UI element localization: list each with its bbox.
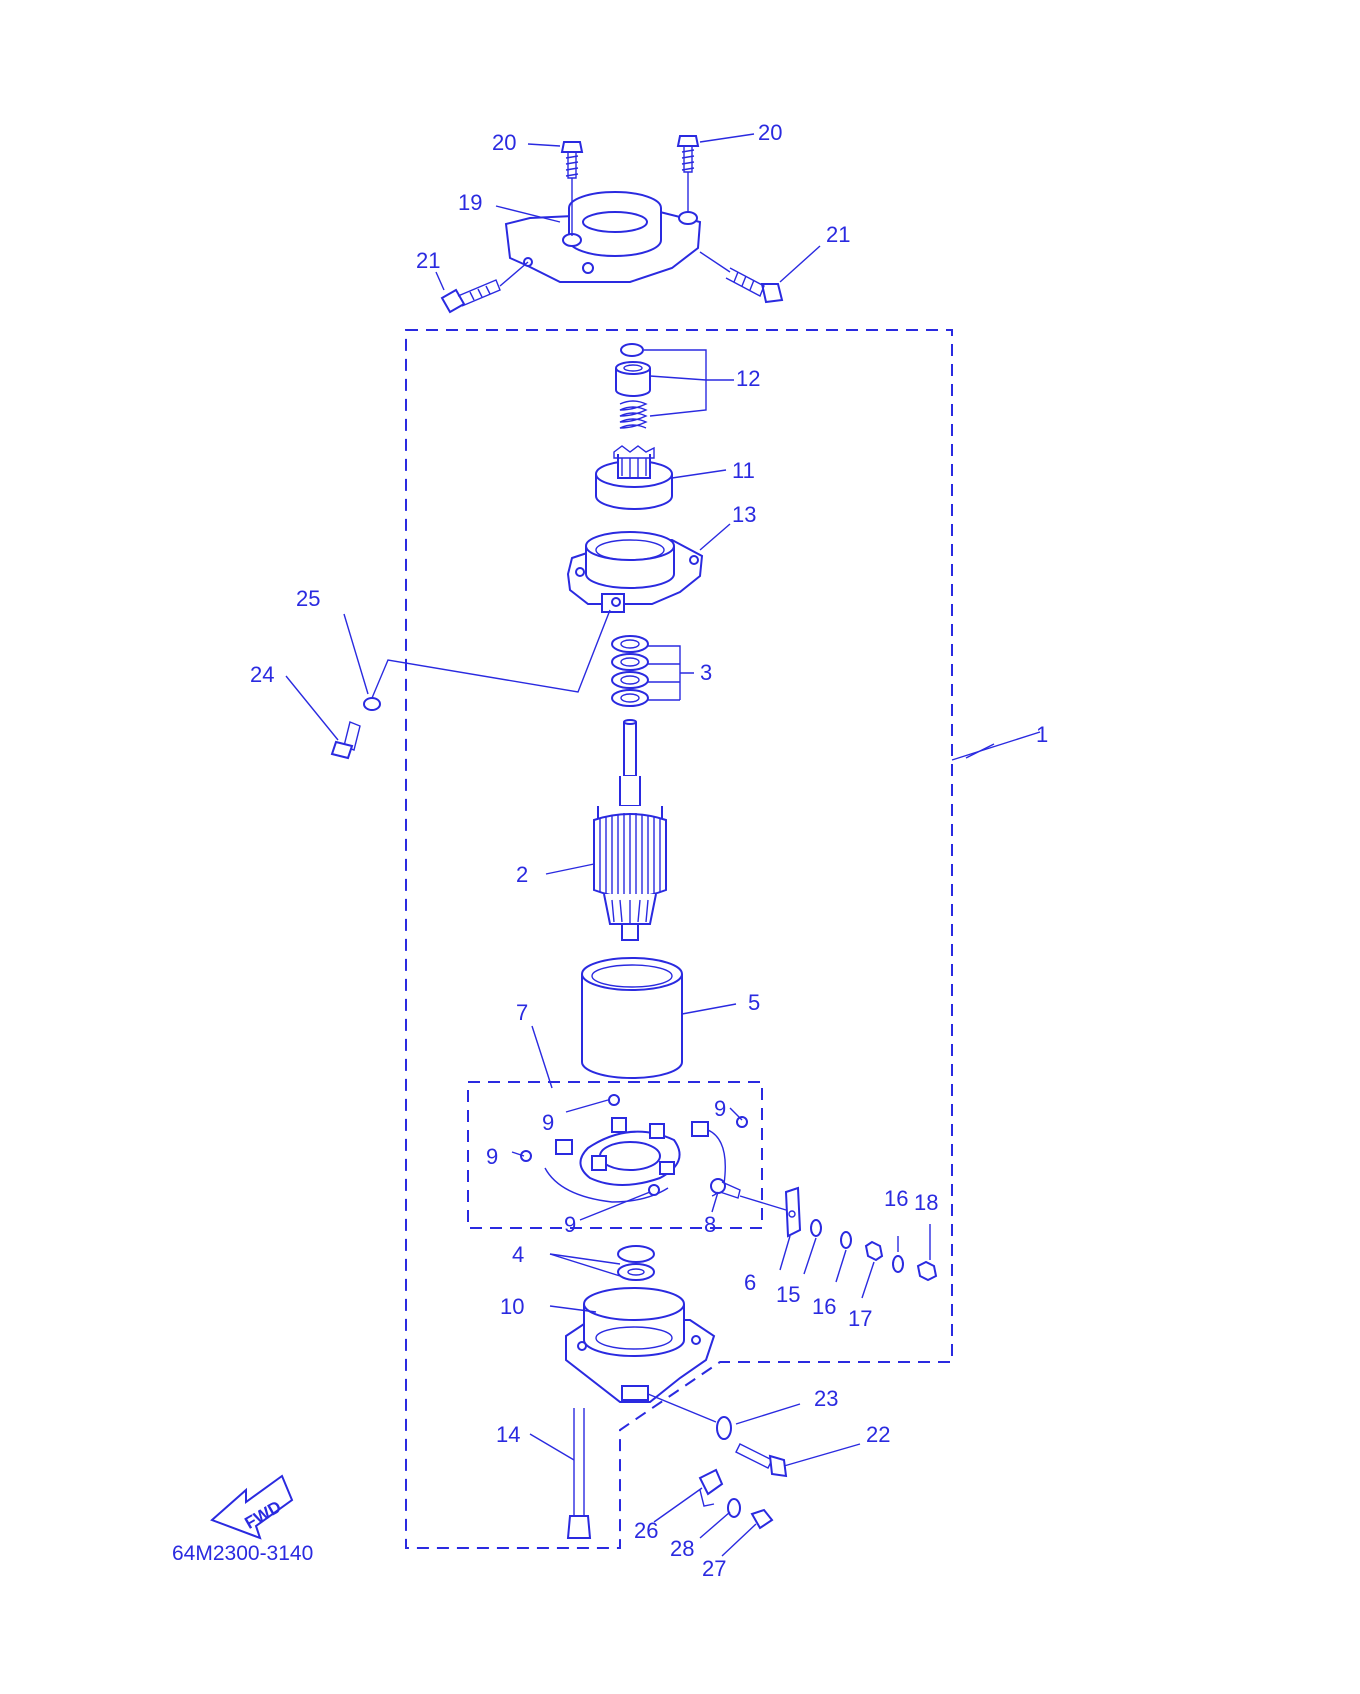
bolt-24-part (330, 721, 361, 760)
pinion-collar-part (615, 361, 651, 397)
leader-line (699, 251, 731, 273)
callout-13: 13 (732, 502, 756, 527)
rear-cover-part (565, 1287, 716, 1403)
fwd-arrow-icon: FWD (210, 1474, 294, 1540)
callout-19: 19 (458, 190, 482, 215)
washer-28-part (727, 1498, 741, 1518)
pinion-gear-part (595, 445, 673, 510)
callout-28: 28 (670, 1536, 694, 1561)
terminal-plate-part (784, 1186, 802, 1238)
callout-17: 17 (848, 1306, 872, 1331)
callout-20-right: 20 (758, 120, 782, 145)
callout-16-b: 16 (884, 1186, 908, 1211)
callout-22: 22 (866, 1422, 890, 1447)
leader-line (647, 1393, 717, 1423)
callout-24: 24 (250, 662, 274, 687)
bolt-21-left (440, 279, 501, 314)
armature-part (593, 719, 667, 941)
callout-11: 11 (732, 458, 755, 483)
bolt-22-part (735, 1443, 788, 1478)
lock-washer-16b-part (892, 1255, 904, 1273)
brush-holder-part (520, 1094, 748, 1203)
fwd-label: FWD (241, 1497, 284, 1533)
callout-20-left: 20 (492, 130, 516, 155)
nut-18-part (916, 1260, 938, 1282)
leader-line (739, 1195, 787, 1211)
wire-lead-line (371, 609, 611, 699)
stopper-clip-part (620, 343, 644, 357)
bolt-27-part (750, 1508, 774, 1530)
callout-25: 25 (296, 586, 320, 611)
callout-9-right: 9 (714, 1096, 726, 1121)
callout-27: 27 (702, 1556, 726, 1581)
callout-5: 5 (748, 990, 760, 1015)
bolt-20-left (560, 141, 584, 179)
callout-26: 26 (634, 1518, 658, 1543)
yoke-part (581, 957, 683, 1079)
bolt-21-right (725, 267, 784, 304)
callout-3: 3 (700, 660, 712, 685)
brush-holder-outline (467, 1081, 763, 1229)
bolt-20-right (676, 135, 700, 173)
washer-25-part (363, 697, 381, 711)
callout-10: 10 (500, 1294, 524, 1319)
terminal-bolt-part (710, 1178, 741, 1199)
callout-6: 6 (744, 1270, 756, 1295)
washer-15-part (810, 1219, 822, 1237)
washer-stack-part (611, 635, 649, 707)
callout-labels: 1 2 3 4 5 6 7 8 9 9 9 9 10 11 12 13 14 1… (250, 120, 1048, 1581)
callout-2: 2 (516, 862, 528, 887)
leader-lines (285, 133, 1041, 1557)
through-bolt-part (566, 1408, 592, 1539)
callout-7: 7 (516, 1000, 528, 1025)
callout-14: 14 (496, 1422, 520, 1447)
washer-23-part (716, 1416, 732, 1440)
leader-line (499, 261, 529, 287)
callout-12: 12 (736, 366, 760, 391)
top-bracket-part (504, 191, 702, 283)
callout-16-a: 16 (812, 1294, 836, 1319)
callout-8: 8 (704, 1212, 716, 1237)
callout-21-right: 21 (826, 222, 850, 247)
callout-1: 1 (1036, 722, 1048, 747)
callout-18: 18 (914, 1190, 938, 1215)
callout-15: 15 (776, 1282, 800, 1307)
callout-9-top: 9 (542, 1110, 554, 1135)
front-housing-part (566, 531, 704, 613)
callout-21-left: 21 (416, 248, 440, 273)
callout-9-left: 9 (486, 1144, 498, 1169)
nut-17-part (864, 1240, 884, 1262)
callout-23: 23 (814, 1386, 838, 1411)
pinion-spring-part (619, 400, 648, 429)
assembly-outline (405, 329, 953, 1549)
thrust-washer-part (617, 1245, 655, 1281)
part-code: 64M2300-3140 (172, 1542, 313, 1565)
callout-9-bottom: 9 (564, 1212, 576, 1237)
callout-4: 4 (512, 1242, 524, 1267)
clamp-26-part (698, 1468, 724, 1507)
lock-washer-16-part (840, 1231, 852, 1249)
